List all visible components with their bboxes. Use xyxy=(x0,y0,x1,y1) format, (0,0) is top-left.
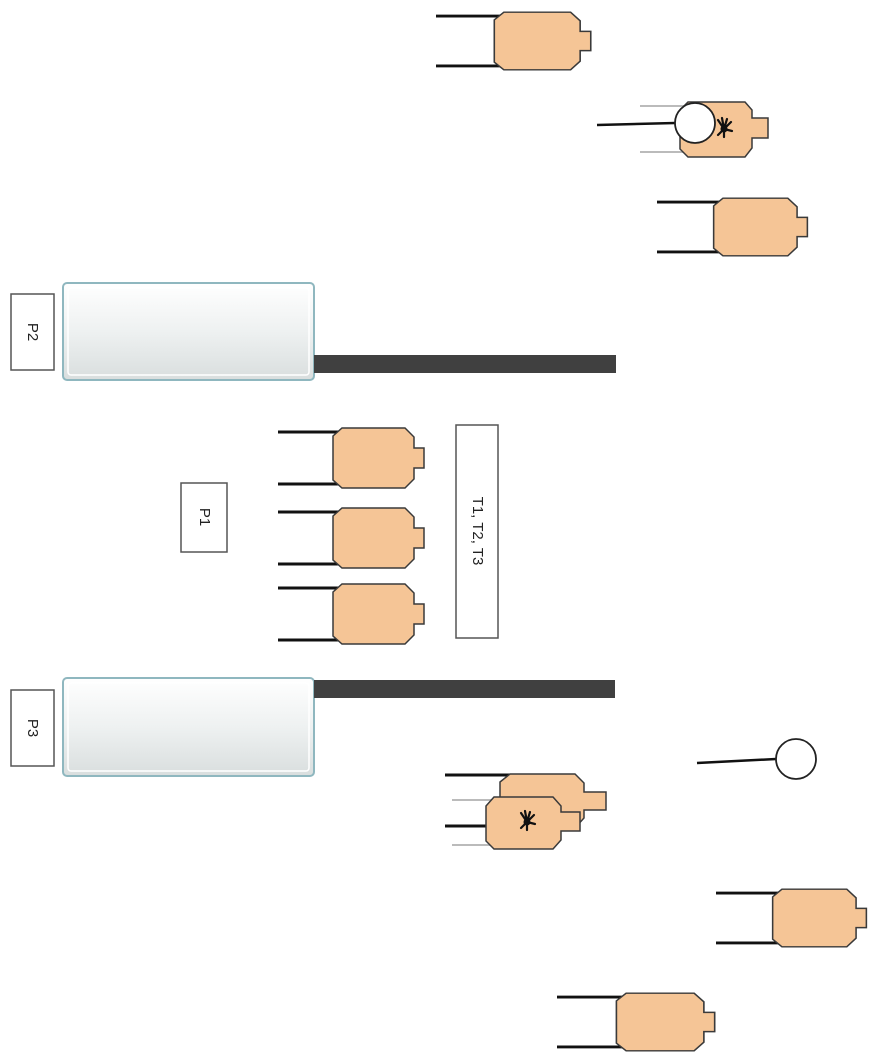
no-shoot-disc-icon xyxy=(775,738,817,780)
barricade-p3: P3 xyxy=(10,677,615,777)
barricade-p2: P2 xyxy=(10,282,616,381)
target-t3 xyxy=(276,582,426,646)
barricade-icon xyxy=(62,677,315,777)
target-t1 xyxy=(276,426,426,490)
wall-p2 xyxy=(314,355,616,373)
label-p3: P3 xyxy=(24,719,41,737)
barricade-icon xyxy=(62,282,315,381)
target-top-1 xyxy=(434,10,593,72)
position-p1: P1 xyxy=(180,482,228,553)
label-p2: P2 xyxy=(24,323,41,341)
target-top-3 xyxy=(655,196,809,258)
targets-label: T1, T2, T3 xyxy=(455,424,499,639)
no-shoot-disc-bottom xyxy=(696,738,817,780)
label-p1: P1 xyxy=(196,508,213,526)
wall-p3 xyxy=(314,680,615,698)
no-shoot-disc-icon xyxy=(674,102,716,144)
no-shoot-target-bottom xyxy=(445,773,607,850)
label-targets: T1, T2, T3 xyxy=(469,497,486,566)
no-shoot-target-top xyxy=(596,101,769,158)
target-bottom-1 xyxy=(714,887,868,949)
target-t2 xyxy=(276,506,426,570)
target-bottom-2 xyxy=(555,991,717,1053)
